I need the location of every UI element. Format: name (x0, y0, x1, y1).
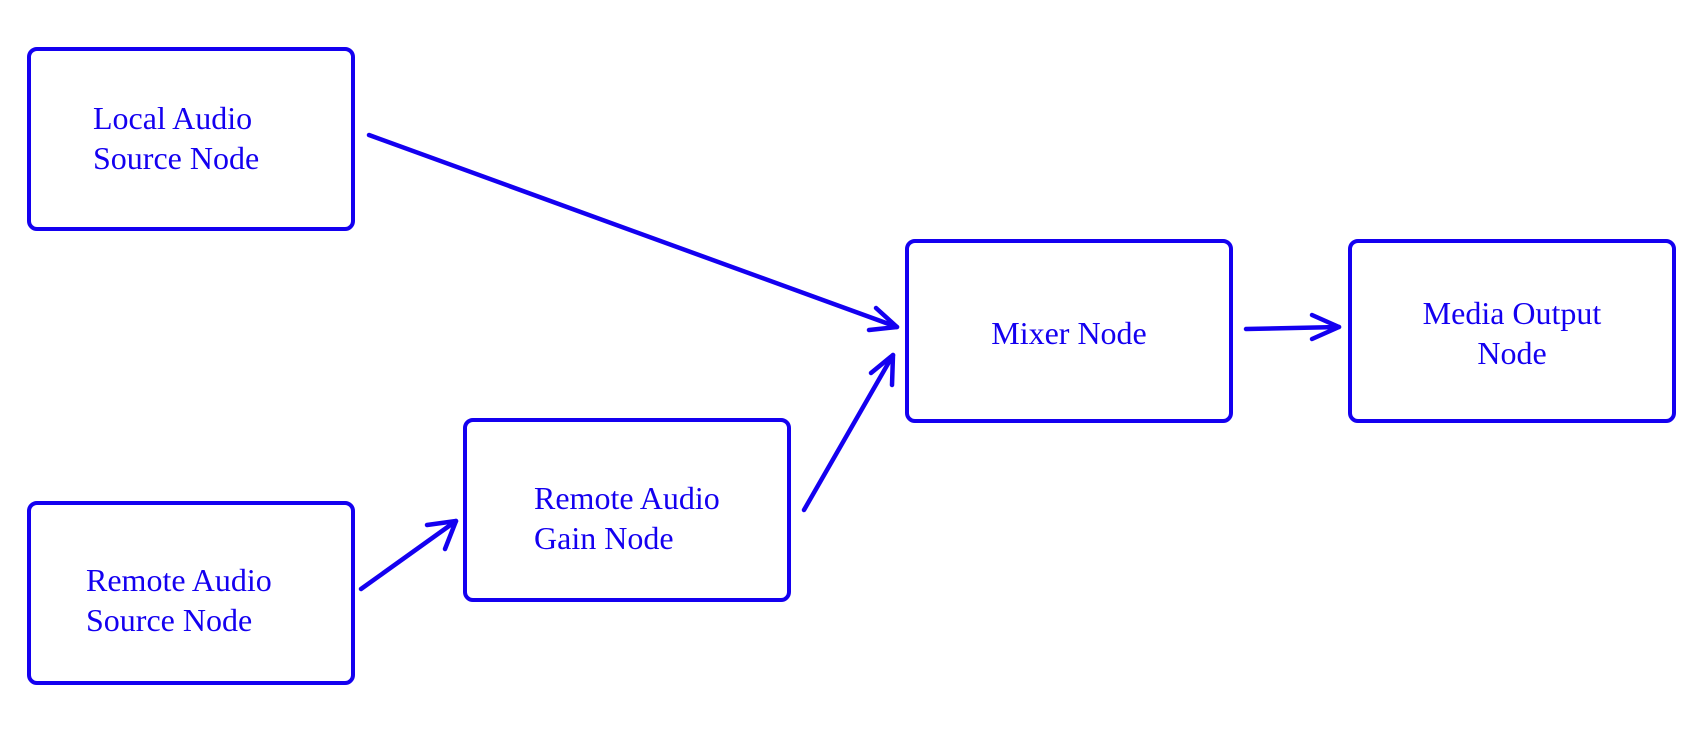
node-label-line: Remote Audio (86, 562, 272, 598)
edge-mixer-to-output (1243, 312, 1342, 342)
node-label: Media Output Node (1352, 293, 1672, 373)
node-local-audio-source: Local Audio Source Node (27, 47, 355, 231)
node-label-line: Media Output (1422, 295, 1602, 331)
node-remote-audio-source: Remote Audio Source Node (27, 501, 355, 685)
node-label-line: Source Node (93, 140, 260, 176)
node-label-line: Gain Node (534, 520, 674, 556)
edge-gain-to-mixer (801, 352, 896, 513)
node-label-line: Local Audio (93, 100, 253, 136)
node-label-line: Source Node (86, 602, 253, 638)
node-label-line: Node (1477, 335, 1547, 371)
node-label: Remote Audio Gain Node (534, 478, 720, 558)
node-label-line: Mixer Node (991, 315, 1147, 351)
node-mixer: Mixer Node (905, 239, 1233, 423)
node-label-line: Remote Audio (534, 480, 720, 516)
edge-remote-source-to-gain (358, 518, 459, 592)
node-media-output: Media Output Node (1348, 239, 1676, 423)
node-label: Local Audio Source Node (93, 98, 259, 178)
node-remote-audio-gain: Remote Audio Gain Node (463, 418, 791, 602)
node-label: Mixer Node (909, 313, 1229, 353)
node-label: Remote Audio Source Node (86, 560, 272, 640)
edge-local-source-to-mixer (366, 132, 900, 333)
